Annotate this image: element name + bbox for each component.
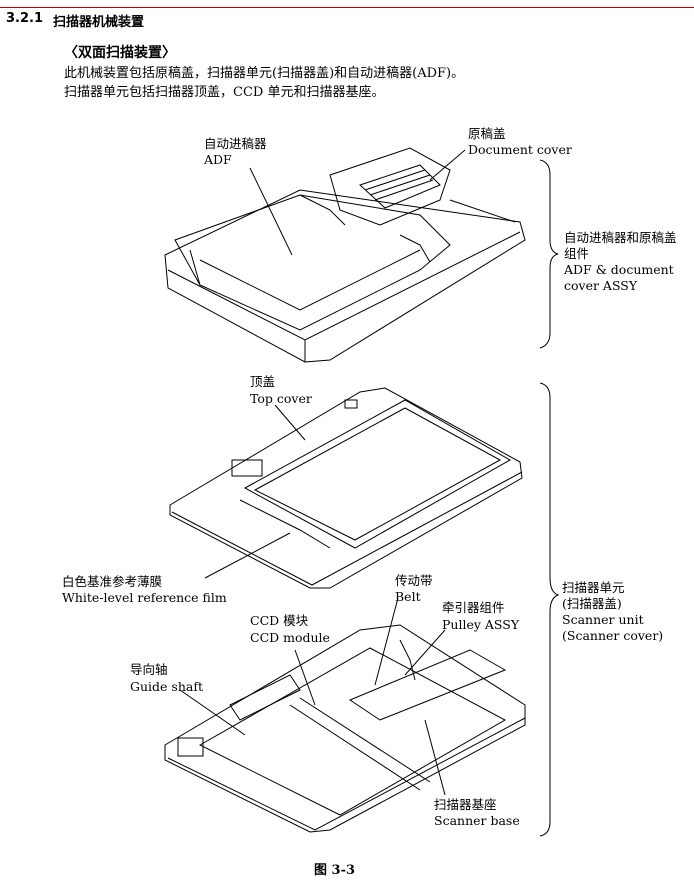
label-top-cover-cn: 顶盖	[250, 374, 276, 389]
label-scanner-unit-cn2: (扫描器盖)	[562, 596, 622, 611]
label-scanner-unit-cn1: 扫描器单元	[562, 580, 625, 595]
subheading: 〈双面扫描装置〉	[64, 45, 176, 61]
label-scanner-base-en: Scanner base	[434, 813, 520, 828]
brace-adf-assy	[539, 159, 559, 349]
brace-scanner-unit	[539, 382, 560, 837]
label-belt-cn: 传动带	[395, 573, 433, 588]
label-white-film-cn: 白色基准参考薄膜	[62, 574, 163, 589]
label-doc-cover-cn: 原稿盖	[468, 126, 506, 141]
label-ccd-en: CCD module	[250, 630, 330, 645]
label-adf-assy-en2: cover ASSY	[564, 278, 638, 293]
paragraph-1: 此机械装置包括原稿盖，扫描器单元(扫描器盖)和自动进稿器(ADF)。	[64, 66, 465, 81]
label-guide-cn: 导向轴	[130, 662, 168, 677]
label-top-cover-en: Top cover	[250, 391, 312, 406]
label-pulley-cn: 牵引器组件	[442, 600, 505, 615]
adf-assembly-drawing	[164, 147, 526, 363]
label-scanner-unit-en1: Scanner unit	[562, 612, 644, 627]
figure-caption: 图 3-3	[314, 863, 356, 878]
header-rule	[0, 7, 694, 8]
label-pulley-en: Pulley ASSY	[442, 617, 520, 632]
top-cover-drawing	[169, 387, 523, 589]
label-scanner-unit-en2: (Scanner cover)	[562, 628, 664, 643]
paragraph-2: 扫描器单元包括扫描器顶盖，CCD 单元和扫描器基座。	[64, 85, 385, 100]
label-scanner-base-cn: 扫描器基座	[434, 797, 497, 812]
label-adf-assy-en1: ADF & document	[564, 262, 674, 277]
label-adf-cn: 自动进稿器	[204, 136, 267, 151]
leader-lines	[179, 149, 466, 796]
label-ccd-cn: CCD 模块	[250, 613, 309, 628]
label-adf-assy-cn2: 组件	[564, 246, 590, 261]
label-adf-en: ADF	[204, 152, 232, 167]
label-white-film-en: White-level reference film	[62, 590, 227, 605]
label-adf-assy-cn1: 自动进稿器和原稿盖	[564, 230, 677, 245]
section-number: 3.2.1	[6, 11, 44, 26]
scanner-base-drawing	[164, 624, 526, 833]
section-title: 扫描器机械装置	[53, 15, 145, 30]
label-doc-cover-en: Document cover	[468, 142, 572, 157]
label-belt-en: Belt	[395, 589, 421, 604]
label-guide-en: Guide shaft	[130, 679, 203, 694]
